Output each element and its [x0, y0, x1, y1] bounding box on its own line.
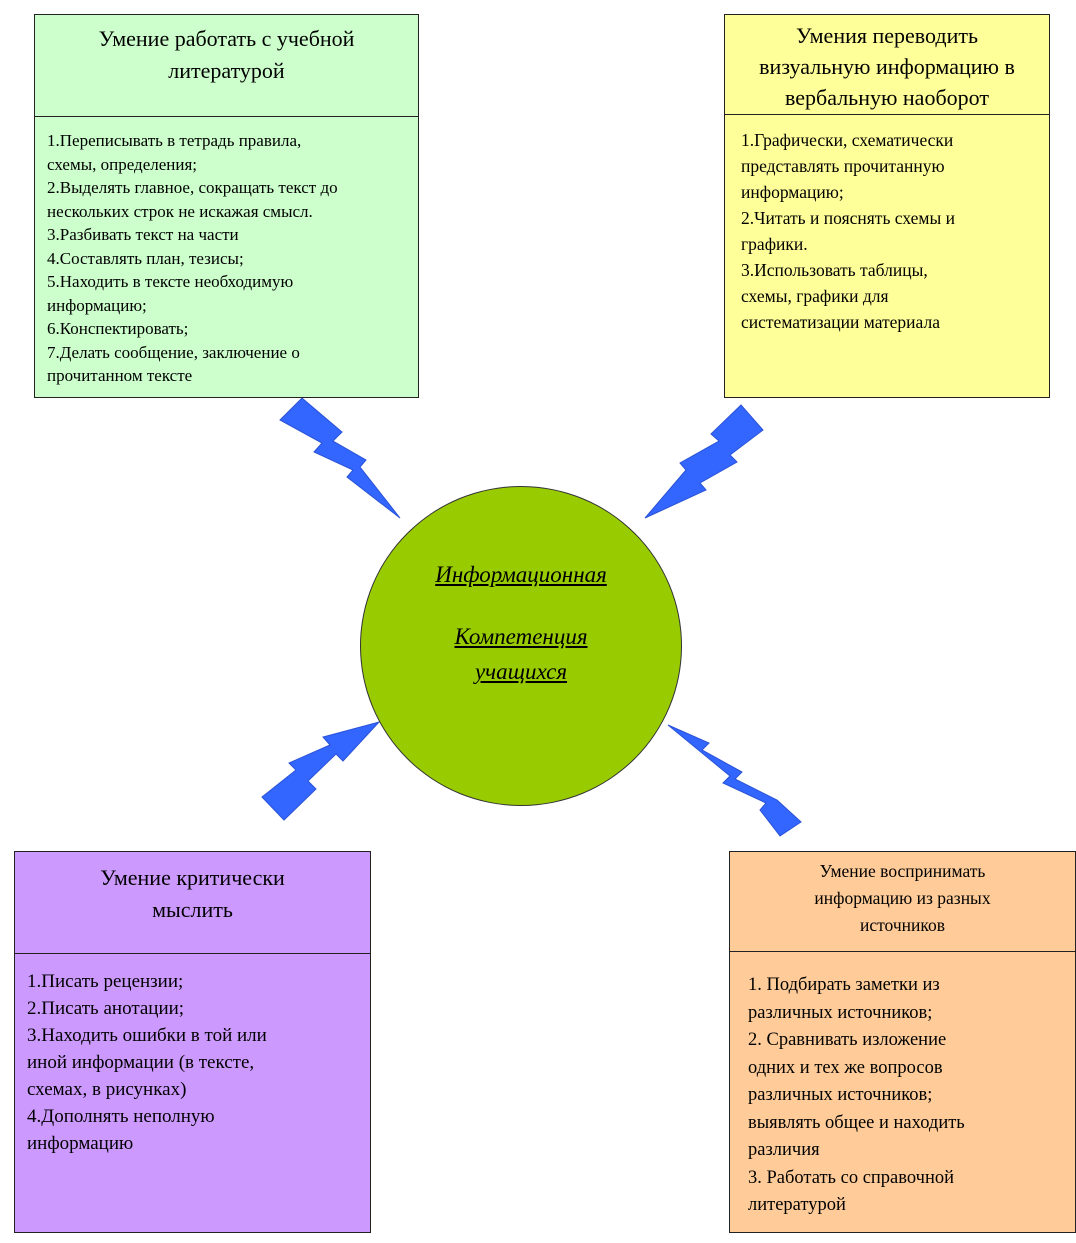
list-item: информацию; [741, 182, 844, 202]
box-body: 1.Графически, схематически представлять … [725, 115, 1049, 335]
list-item: 1. Подбирать заметки из [748, 975, 940, 995]
box-title-line: Умение воспринимать [819, 861, 986, 881]
box-critical-thinking: Умение критически мыслить 1.Писать рецен… [14, 851, 371, 1233]
list-item: прочитанном тексте [47, 366, 193, 385]
center-circle: Информационная Компетенция учащихся [360, 486, 682, 806]
box-header: Умение критически мыслить [15, 852, 370, 954]
box-title-line: визуальную информацию в [759, 53, 1015, 79]
list-item: различных источников; [748, 1085, 933, 1105]
center-title-line: Информационная [435, 562, 607, 587]
list-item: 2.Читать и пояснять схемы и [741, 208, 955, 228]
box-textbook-skills: Умение работать с учебной литературой 1.… [34, 14, 419, 398]
list-item: 3. Работать со справочной [748, 1167, 955, 1188]
list-item: 2.Писать анотации; [27, 998, 185, 1019]
box-title-line: литературой [168, 57, 285, 83]
list-item: 7.Делать сообщение, заключение о [47, 342, 300, 362]
box-perceive-information: Умение воспринимать информацию из разных… [729, 851, 1076, 1233]
list-item: систематизации материала [741, 312, 940, 332]
list-item: схемы, определения; [47, 154, 198, 174]
center-title-line: Компетенция [454, 624, 588, 649]
list-item: 2. Сравнивать изложение [748, 1030, 947, 1050]
list-item: информацию; [47, 295, 147, 315]
list-item: различных источников; [748, 1002, 933, 1023]
list-item: нескольких строк не искажая смысл. [47, 201, 313, 221]
box-visual-verbal-skills: Умения переводить визуальную информацию … [724, 14, 1050, 398]
list-item: литературой [748, 1195, 846, 1215]
box-title-line: мыслить [152, 896, 233, 922]
box-title-line: Умение критически [100, 865, 285, 890]
list-item: одних и тех же вопросов [748, 1057, 943, 1078]
box-body: 1.Переписывать в тетрадь правила, схемы,… [35, 117, 418, 388]
list-item: 2.Выделять главное, сокращать текст до [47, 178, 338, 197]
lightning-bolt-bottom-right [667, 724, 802, 837]
list-item: схемах, в рисунках) [27, 1079, 187, 1100]
center-title-line: учащихся [474, 659, 568, 684]
box-header: Умение работать с учебной литературой [35, 15, 418, 117]
list-item: схемы, графики для [741, 286, 889, 306]
box-title-line: источников [859, 915, 945, 936]
list-item: 4.Дополнять неполную [27, 1106, 215, 1127]
list-item: 1.Переписывать в тетрадь правила, [47, 131, 302, 150]
lightning-bolt-top-left [279, 397, 401, 519]
list-item: 3.Разбивать текст на части [47, 225, 239, 244]
list-item: информацию [27, 1133, 134, 1154]
box-title-line: Умения переводить [795, 23, 978, 48]
box-body: 1. Подбирать заметки из различных источн… [730, 952, 1075, 1220]
box-body: 1.Писать рецензии; 2.Писать анотации; 3.… [15, 954, 370, 1157]
list-item: представлять прочитанную [741, 156, 945, 176]
list-item: 3.Находить ошибки в той или [27, 1025, 267, 1046]
list-item: 6.Конспектировать; [47, 319, 189, 338]
box-header: Умение воспринимать информацию из разных… [730, 852, 1075, 952]
list-item: 4.Составлять план, тезисы; [47, 248, 244, 268]
box-title-line: информацию из разных [814, 888, 991, 909]
lightning-bolt-top-right [644, 404, 764, 519]
lightning-bolt-bottom-left [261, 721, 381, 821]
list-item: 1.Писать рецензии; [27, 971, 184, 992]
list-item: 3.Использовать таблицы, [741, 260, 928, 280]
box-title-line: вербальную наоборот [785, 84, 989, 110]
list-item: 1.Графически, схематически [741, 130, 954, 150]
list-item: различия [748, 1140, 820, 1160]
box-title-line: Умение работать с учебной [98, 26, 355, 51]
list-item: выявлять общее и находить [748, 1112, 965, 1133]
box-header: Умения переводить визуальную информацию … [725, 15, 1049, 115]
list-item: графики. [741, 234, 808, 254]
list-item: иной информации (в тексте, [27, 1052, 255, 1073]
list-item: 5.Находить в тексте необходимую [47, 272, 294, 291]
